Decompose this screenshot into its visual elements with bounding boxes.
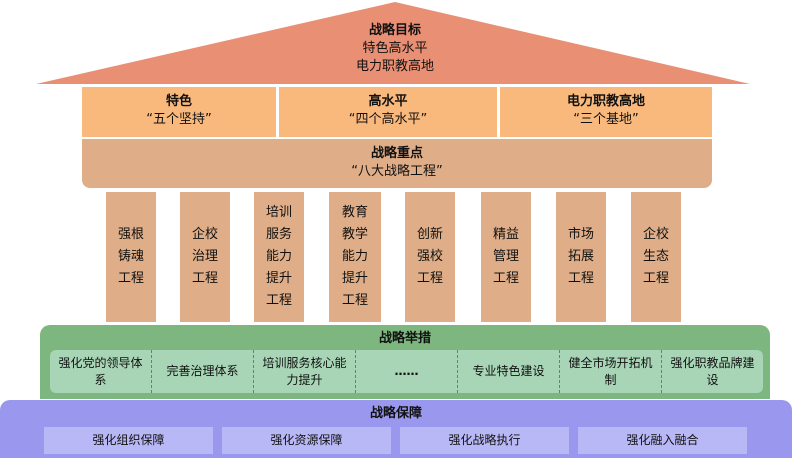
goal-part-highland: 电力职教高地 “三个基地” xyxy=(500,87,712,137)
measure-item: 强化职教品牌建设 xyxy=(661,350,763,393)
measure-item: 健全市场开拓机制 xyxy=(559,350,661,393)
pillar-label: 企校治理工程 xyxy=(191,227,218,286)
goal-line1: 特色高水平 xyxy=(362,41,428,56)
goal-part-title: 电力职教高地 xyxy=(566,94,645,109)
focus-title: 战略重点 xyxy=(370,146,423,161)
goal-part-sub: “三个基地” xyxy=(573,112,639,127)
pillar-label: 强根铸魂工程 xyxy=(117,227,144,286)
guarantee-item: 强化资源保障 xyxy=(222,427,391,454)
pillar: 培训服务能力提升工程 xyxy=(254,192,304,322)
measure-item: 专业特色建设 xyxy=(457,350,559,393)
guarantee-item: 强化融入融合 xyxy=(578,427,747,454)
pillar-label: 创新强校工程 xyxy=(416,227,443,286)
pillar: 企校治理工程 xyxy=(180,192,230,322)
pillar: 企校生态工程 xyxy=(631,192,681,322)
measure-item: 培训服务核心能力提升 xyxy=(253,350,355,393)
strategic-goal: 战略目标 特色高水平 电力职教高地 xyxy=(295,22,495,76)
pillar-label: 市场拓展工程 xyxy=(567,227,594,286)
goal-part-title: 特色 xyxy=(165,94,192,109)
pillar: 强根铸魂工程 xyxy=(106,192,156,322)
goal-part-sub: “五个坚持” xyxy=(146,112,212,127)
goal-part-high-level: 高水平 “四个高水平” xyxy=(279,87,497,137)
goal-part-title: 高水平 xyxy=(368,94,408,109)
pillar: 创新强校工程 xyxy=(405,192,455,322)
measures-list: 强化党的领导体系 完善治理体系 培训服务核心能力提升 …… 专业特色建设 健全市… xyxy=(50,350,763,393)
pillar-label: 教育教学能力提升工程 xyxy=(341,205,368,308)
roof-triangle xyxy=(36,2,750,84)
measure-item: 强化党的领导体系 xyxy=(58,355,143,387)
strategic-focus: 战略重点 “八大战略工程” xyxy=(82,139,712,188)
focus-sub: “八大战略工程” xyxy=(351,164,443,179)
pillar-label: 精益管理工程 xyxy=(492,227,519,286)
guarantee-item: 强化战略执行 xyxy=(400,427,569,454)
pillar-label: 培训服务能力提升工程 xyxy=(265,205,292,308)
pillar-label: 企校生态工程 xyxy=(642,227,669,286)
pillar: 教育教学能力提升工程 xyxy=(329,192,381,322)
measures-title: 战略举措 xyxy=(378,331,431,346)
guarantee-item: 强化组织保障 xyxy=(44,427,213,454)
goal-part-sub: “四个高水平” xyxy=(348,112,428,127)
measure-item: 完善治理体系 xyxy=(151,350,253,393)
goal-part-feature: 特色 “五个坚持” xyxy=(82,87,276,137)
goal-line2: 电力职教高地 xyxy=(355,59,434,74)
pillar: 精益管理工程 xyxy=(481,192,531,322)
pillar: 市场拓展工程 xyxy=(556,192,606,322)
guarantee-title: 战略保障 xyxy=(369,406,422,421)
measure-item: …… xyxy=(355,350,457,393)
goal-title: 战略目标 xyxy=(368,23,421,38)
